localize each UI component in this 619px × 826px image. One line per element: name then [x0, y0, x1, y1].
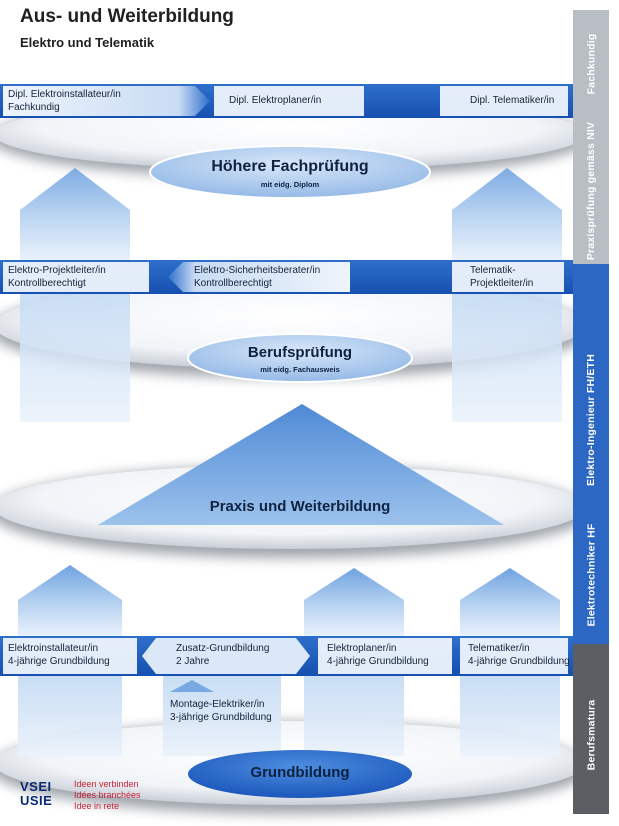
- grund-telematiker: Telematiker/in 4-jährige Grundbildung: [468, 642, 570, 668]
- fachausweis-telematik-note: Projektleiter/in: [470, 278, 534, 289]
- upper-arrows: [20, 168, 562, 422]
- logo-tagline-de: Ideen verbinden: [74, 779, 139, 789]
- fachausweis-projektleiter: Elektro-Projektleiter/in Kontrollberecht…: [8, 264, 106, 290]
- fachausweis-sicherheitsberater: Elektro-Sicherheitsberater/in Kontrollbe…: [194, 264, 320, 290]
- sidebar-fachkundig: Fachkundig: [573, 10, 609, 118]
- grund-telematiker-note: 4-jährige Grundbildung: [468, 656, 570, 667]
- grund-title: Grundbildung: [250, 764, 350, 781]
- diplom-elektroinstallateur: Dipl. Elektroinstallateur/in Fachkundig: [8, 88, 121, 114]
- grund-elektroinstallateur: Elektroinstallateur/in 4-jährige Grundbi…: [8, 642, 110, 668]
- page-title: Aus- und Weiterbildung: [20, 6, 234, 27]
- grund-elektroplaner-title: Elektroplaner/in: [327, 643, 397, 654]
- hoehere-oval: [149, 145, 431, 199]
- grund-elektroinstallateur-title: Elektroinstallateur/in: [8, 643, 99, 654]
- sidebar-blocks: [573, 10, 609, 814]
- logo-usie: USIE: [20, 793, 53, 808]
- sidebar-techniker-label: Elektrotechniker HF: [585, 523, 597, 627]
- diplom-cells: [3, 86, 568, 116]
- sidebar-fachkundig-label: Fachkundig: [585, 33, 598, 95]
- sidebar-berufsmatura-label: Berufsmatura: [585, 699, 598, 771]
- beruf-oval: [187, 333, 413, 383]
- sidebar-techniker: Elektrotechniker HF: [573, 510, 609, 640]
- logo-tagline-it: Idee in rete: [74, 801, 120, 811]
- hoehere-title: Höhere Fachprüfung: [211, 158, 369, 175]
- montage-elektriker: Montage-Elektriker/in 3-jährige Grundbil…: [170, 698, 272, 724]
- praxis-triangle: [98, 404, 504, 525]
- fachausweis-sicherheitsberater-note: Kontrollberechtigt: [194, 278, 272, 289]
- grund-telematiker-title: Telematiker/in: [468, 643, 530, 654]
- sidebar-ingenieur: Elektro-Ingenieur FH/ETH: [573, 320, 609, 520]
- page-subtitle: Elektro und Telematik: [20, 35, 155, 50]
- diplom-elektroinstallateur-title: Dipl. Elektroinstallateur/in: [8, 89, 121, 100]
- grund-elektroinstallateur-note: 4-jährige Grundbildung: [8, 656, 110, 667]
- diplom-telematiker: Dipl. Telematiker/in: [470, 95, 555, 106]
- praxis-title: Praxis und Weiterbildung: [209, 498, 391, 515]
- fachausweis-projektleiter-note: Kontrollberechtigt: [8, 278, 86, 289]
- grund-zusatz: Zusatz-Grundbildung 2 Jahre: [176, 642, 269, 668]
- beruf-note: mit eidg. Fachausweis: [260, 365, 340, 374]
- grund-elektroplaner-note: 4-jährige Grundbildung: [327, 656, 429, 667]
- grund-elektroplaner: Elektroplaner/in 4-jährige Grundbildung: [327, 642, 429, 668]
- lower-arrows: [18, 565, 560, 756]
- grund-cells: [3, 638, 568, 674]
- montage-elektriker-title: Montage-Elektriker/in: [170, 699, 265, 710]
- beruf-title: Berufsprüfung: [247, 344, 353, 361]
- sidebar-praxispruefung-label: Praxisprüfung gemäss NIV: [585, 121, 597, 261]
- grund-zusatz-note: 2 Jahre: [176, 656, 210, 667]
- fachausweis-telematik: Telematik- Projektleiter/in: [470, 264, 533, 290]
- fachausweis-telematik-title: Telematik-: [470, 265, 516, 276]
- diplom-elektroinstallateur-note: Fachkundig: [8, 102, 60, 113]
- grund-oval: [188, 750, 412, 798]
- montage-elektriker-note: 3-jährige Grundbildung: [170, 712, 272, 723]
- sidebar-praxispruefung: Praxisprüfung gemäss NIV: [573, 118, 609, 264]
- fachausweis-cells: [3, 262, 564, 292]
- logo-vsei: VSEI: [20, 779, 52, 794]
- fachausweis-projektleiter-title: Elektro-Projektleiter/in: [8, 265, 106, 276]
- sidebar-berufsmatura: Berufsmatura: [573, 680, 609, 790]
- grund-zusatz-title: Zusatz-Grundbildung: [176, 643, 270, 654]
- sidebar-ingenieur-label: Elektro-Ingenieur FH/ETH: [585, 354, 598, 486]
- fachausweis-sicherheitsberater-title: Elektro-Sicherheitsberater/in: [194, 265, 321, 276]
- diplom-elektroplaner: Dipl. Elektroplaner/in: [229, 95, 322, 106]
- logo-tagline-fr: Idées branchées: [74, 790, 141, 800]
- hoehere-note: mit eidg. Diplom: [260, 180, 320, 189]
